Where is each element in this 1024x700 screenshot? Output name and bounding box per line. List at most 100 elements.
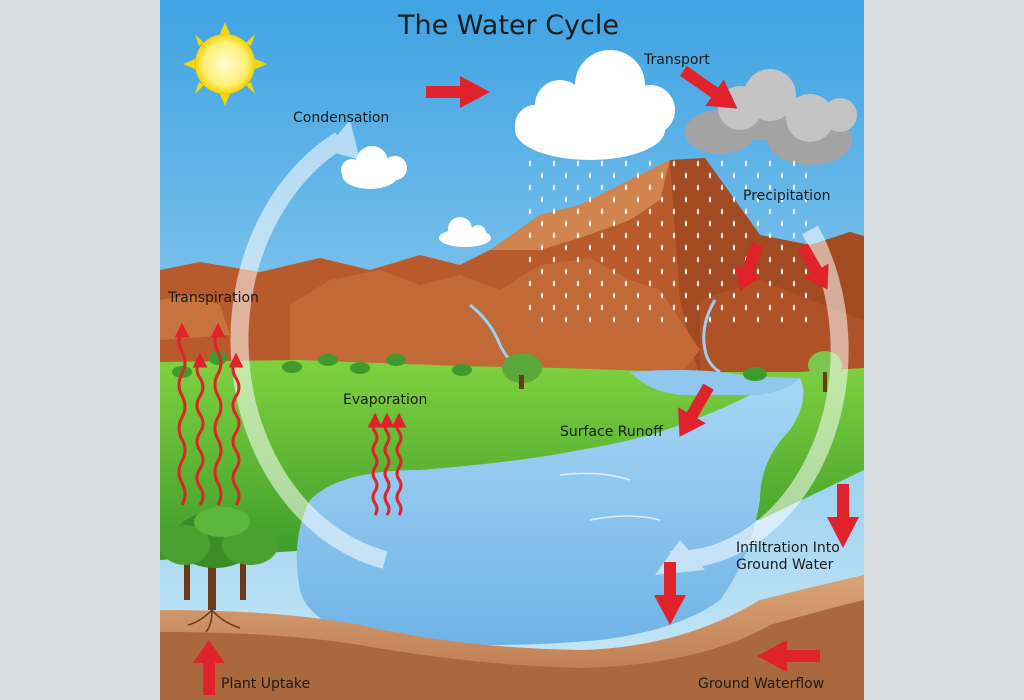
raindrop-icon — [528, 256, 532, 263]
raindrop-icon — [564, 220, 568, 227]
raindrop-icon — [768, 232, 772, 239]
raindrop-icon — [552, 184, 556, 191]
raindrop-icon — [540, 316, 544, 323]
raindrop-icon — [660, 292, 664, 299]
raindrop-icon — [744, 184, 748, 191]
raindrop-icon — [744, 304, 748, 311]
raindrop-icon — [732, 196, 736, 203]
raindrop-icon — [600, 208, 604, 215]
raindrop-icon — [612, 316, 616, 323]
raindrop-icon — [564, 268, 568, 275]
raindrop-icon — [744, 160, 748, 167]
raindrop-icon — [564, 172, 568, 179]
raindrop-icon — [732, 244, 736, 251]
raindrop-icon — [576, 184, 580, 191]
arrow-diagonal-icon — [734, 242, 764, 292]
arrow-right-icon — [426, 76, 490, 108]
raindrop-icon — [588, 220, 592, 227]
raindrop-icon — [612, 172, 616, 179]
raindrop-icon — [780, 292, 784, 299]
arrow-head-icon — [210, 322, 226, 338]
raindrop-icon — [720, 304, 724, 311]
raindrop-icon — [660, 196, 664, 203]
cloud-icon — [439, 217, 491, 247]
raindrop-icon — [708, 220, 712, 227]
raindrop-icon — [564, 292, 568, 299]
raindrop-icon — [744, 208, 748, 215]
raindrop-icon — [708, 244, 712, 251]
storm-cloud-icon — [685, 69, 857, 165]
raindrop-icon — [612, 268, 616, 275]
raindrop-icon — [612, 220, 616, 227]
raindrop-icon — [672, 208, 676, 215]
raindrop-icon — [600, 280, 604, 287]
raindrop-icon — [564, 196, 568, 203]
raindrop-icon — [768, 160, 772, 167]
raindrop-icon — [708, 292, 712, 299]
raindrop-icon — [708, 268, 712, 275]
arrow-head-icon — [391, 412, 407, 428]
raindrop-icon — [792, 304, 796, 311]
raindrop-icon — [768, 256, 772, 263]
label-plant-uptake: Plant Uptake — [221, 676, 311, 692]
raindrop-icon — [672, 232, 676, 239]
raindrop-icon — [684, 292, 688, 299]
raindrop-icon — [624, 160, 628, 167]
wavy-arrow-icon — [177, 329, 187, 506]
raindrop-icon — [780, 244, 784, 251]
arrow-diagonal-icon — [679, 65, 738, 109]
raindrop-icon — [600, 256, 604, 263]
raindrop-icon — [672, 280, 676, 287]
diagram-illustration — [160, 0, 864, 700]
raindrop-icon — [636, 172, 640, 179]
arrow-diagonal-icon — [797, 243, 829, 290]
raindrop-icon — [576, 280, 580, 287]
raindrop-icon — [564, 316, 568, 323]
raindrop-icon — [780, 172, 784, 179]
arrow-up-icon — [193, 640, 225, 695]
label-transpiration: Transpiration — [168, 290, 259, 306]
raindrop-icon — [780, 196, 784, 203]
label-infiltration-line1: Infiltration Into — [736, 540, 840, 556]
arrow-down-icon — [654, 562, 686, 625]
raindrop-icon — [708, 316, 712, 323]
raindrop-icon — [672, 256, 676, 263]
raindrop-icon — [540, 292, 544, 299]
raindrop-icon — [540, 196, 544, 203]
raindrop-icon — [684, 196, 688, 203]
raindrop-icon — [696, 256, 700, 263]
rain — [528, 160, 808, 323]
raindrop-icon — [612, 244, 616, 251]
raindrop-icon — [636, 268, 640, 275]
raindrop-icon — [612, 196, 616, 203]
arrow-head-icon — [174, 322, 190, 338]
raindrop-icon — [600, 304, 604, 311]
raindrop-icon — [612, 292, 616, 299]
raindrop-icon — [756, 196, 760, 203]
raindrop-icon — [780, 220, 784, 227]
raindrop-icon — [588, 244, 592, 251]
raindrop-icon — [720, 256, 724, 263]
raindrop-icon — [708, 172, 712, 179]
raindrop-icon — [768, 280, 772, 287]
raindrop-icon — [756, 316, 760, 323]
raindrop-icon — [540, 244, 544, 251]
label-precipitation: Precipitation — [743, 188, 831, 204]
raindrop-icon — [696, 208, 700, 215]
raindrop-icon — [648, 304, 652, 311]
raindrop-icon — [552, 256, 556, 263]
wavy-arrow-icon — [213, 329, 223, 506]
raindrop-icon — [756, 220, 760, 227]
raindrop-icon — [624, 184, 628, 191]
raindrop-icon — [528, 280, 532, 287]
raindrop-icon — [588, 292, 592, 299]
raindrop-icon — [600, 184, 604, 191]
raindrop-icon — [648, 208, 652, 215]
raindrop-icon — [636, 244, 640, 251]
raindrop-icon — [660, 172, 664, 179]
raindrop-icon — [768, 208, 772, 215]
arrow-diagonal-icon — [678, 383, 714, 437]
raindrop-icon — [648, 160, 652, 167]
label-infiltration-line2: Ground Water — [736, 557, 834, 573]
label-surface-runoff: Surface Runoff — [560, 424, 663, 440]
